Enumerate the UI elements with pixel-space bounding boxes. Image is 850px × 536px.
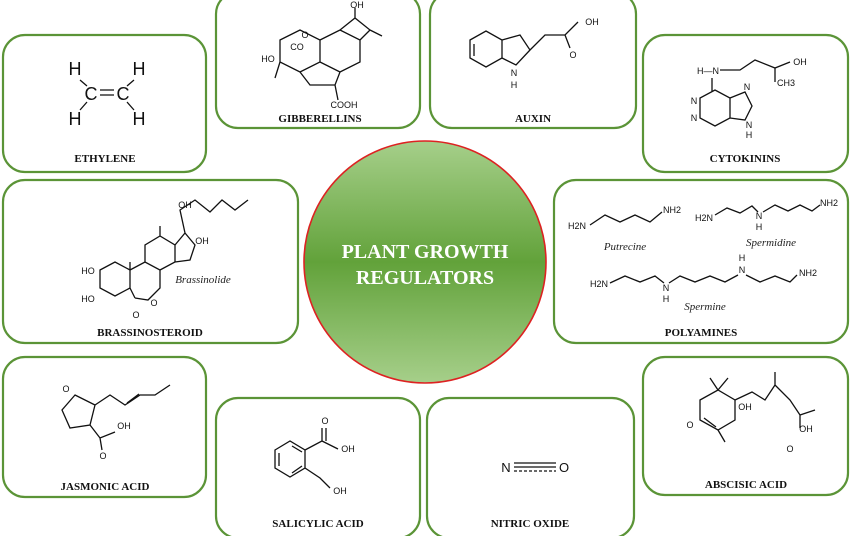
- svg-text:CO: CO: [290, 42, 304, 52]
- svg-text:NH2: NH2: [663, 205, 681, 215]
- jasmonic-acid-label: JASMONIC ACID: [61, 481, 150, 493]
- svg-text:N: N: [744, 82, 751, 92]
- svg-text:OH: OH: [585, 17, 599, 27]
- svg-text:OH: OH: [341, 444, 355, 454]
- card-cytokinins: H—N OH N N N N H CH3 CYTOKININS: [641, 33, 850, 174]
- svg-text:O: O: [569, 50, 576, 60]
- center-title-line2: REGULATORS: [356, 267, 494, 289]
- svg-text:H: H: [133, 59, 146, 79]
- svg-text:H: H: [663, 294, 670, 304]
- brassinosteroid-label: BRASSINOSTEROID: [97, 327, 203, 339]
- svg-text:OH: OH: [333, 486, 347, 496]
- svg-text:N: N: [756, 211, 763, 221]
- card-jasmonic-acid: O OH O JASMONIC ACID: [1, 355, 208, 499]
- card-polyamines: H2N NH2 Putrecine H2N N H NH2 Spermidine…: [552, 178, 850, 345]
- svg-text:NH2: NH2: [799, 268, 817, 278]
- svg-text:O: O: [321, 416, 328, 426]
- card-nitric-oxide: N O NITRIC OXIDE: [425, 396, 636, 536]
- svg-text:OH: OH: [350, 0, 364, 10]
- svg-text:H: H: [69, 59, 82, 79]
- svg-text:H—N: H—N: [697, 66, 719, 76]
- abscisic-acid-structure: O OH OH O: [686, 372, 816, 454]
- svg-text:COOH: COOH: [331, 100, 358, 110]
- svg-text:OH: OH: [117, 421, 131, 431]
- gibberellins-structure: OH HO CO O COOH: [261, 0, 383, 110]
- salicylic-acid-label: SALICYLIC ACID: [272, 518, 363, 530]
- svg-text:N: N: [739, 265, 746, 275]
- svg-text:H: H: [69, 109, 82, 129]
- svg-text:N: N: [691, 96, 698, 106]
- card-salicylic-acid: O OH OH SALICYLIC ACID: [214, 396, 422, 536]
- svg-text:NH2: NH2: [820, 198, 838, 208]
- svg-text:O: O: [301, 30, 308, 40]
- card-auxin: OH O N H AUXIN: [428, 0, 638, 130]
- cytokinins-label: CYTOKININS: [710, 153, 781, 165]
- center-title-line1: PLANT GROWTH: [342, 241, 509, 263]
- svg-text:H: H: [511, 80, 518, 90]
- svg-text:N: N: [501, 460, 510, 475]
- card-brassinosteroid: OH OH HO HO O O Brassinolide BRASSINOSTE…: [1, 178, 300, 345]
- cytokinins-structure: H—N OH N N N N H CH3: [691, 57, 807, 140]
- svg-text:O: O: [786, 444, 793, 454]
- svg-text:OH: OH: [799, 424, 813, 434]
- auxin-label: AUXIN: [515, 113, 551, 125]
- svg-text:N: N: [691, 113, 698, 123]
- svg-text:CH3: CH3: [777, 78, 795, 88]
- svg-text:OH: OH: [793, 57, 807, 67]
- svg-text:OH: OH: [178, 200, 192, 210]
- svg-text:Spermidine: Spermidine: [746, 237, 796, 249]
- ethylene-label: ETHYLENE: [74, 153, 135, 165]
- polyamines-label: POLYAMINES: [665, 327, 738, 339]
- nitric-oxide-label: NITRIC OXIDE: [491, 518, 570, 530]
- svg-text:Brassinolide: Brassinolide: [175, 274, 231, 286]
- gibberellins-label: GIBBERELLINS: [278, 113, 361, 125]
- svg-text:OH: OH: [195, 236, 209, 246]
- svg-text:HO: HO: [81, 294, 95, 304]
- svg-text:C: C: [85, 84, 98, 104]
- svg-text:O: O: [99, 451, 106, 461]
- svg-text:H: H: [746, 130, 753, 140]
- svg-text:O: O: [559, 460, 569, 475]
- svg-text:O: O: [62, 384, 69, 394]
- salicylic-acid-structure: O OH OH: [274, 416, 355, 496]
- svg-text:Spermine: Spermine: [684, 301, 726, 313]
- nitric-oxide-structure: N O: [501, 460, 569, 475]
- jasmonic-acid-structure: O OH O: [61, 384, 171, 461]
- svg-text:C: C: [117, 84, 130, 104]
- svg-text:O: O: [686, 420, 693, 430]
- polyamines-structure: H2N NH2 Putrecine H2N N H NH2 Spermidine…: [568, 198, 838, 313]
- svg-text:OH: OH: [738, 402, 752, 412]
- svg-text:H2N: H2N: [590, 279, 608, 289]
- svg-text:O: O: [150, 298, 157, 308]
- svg-text:H2N: H2N: [568, 221, 586, 231]
- abscisic-acid-label: ABSCISIC ACID: [705, 479, 787, 491]
- card-gibberellins: OH HO CO O COOH GIBBERELLINS: [214, 0, 422, 130]
- svg-text:H2N: H2N: [695, 213, 713, 223]
- svg-text:HO: HO: [81, 266, 95, 276]
- svg-text:O: O: [132, 310, 139, 320]
- card-abscisic-acid: O OH OH O ABSCISIC ACID: [641, 355, 850, 497]
- ethylene-structure: H H H H C C: [69, 59, 146, 129]
- svg-text:N: N: [511, 68, 518, 78]
- svg-text:H: H: [739, 253, 746, 263]
- card-ethylene: H H H H C C ETHYLENE: [1, 33, 208, 174]
- brassinosteroid-structure: OH OH HO HO O O Brassinolide: [81, 199, 249, 320]
- svg-text:N: N: [663, 283, 670, 293]
- center-circle: PLANT GROWTH REGULATORS: [303, 140, 547, 384]
- svg-text:H: H: [756, 222, 763, 232]
- svg-text:HO: HO: [261, 54, 275, 64]
- svg-text:H: H: [133, 109, 146, 129]
- svg-text:N: N: [746, 120, 753, 130]
- auxin-structure: OH O N H: [469, 17, 599, 90]
- svg-text:Putrecine: Putrecine: [603, 241, 646, 253]
